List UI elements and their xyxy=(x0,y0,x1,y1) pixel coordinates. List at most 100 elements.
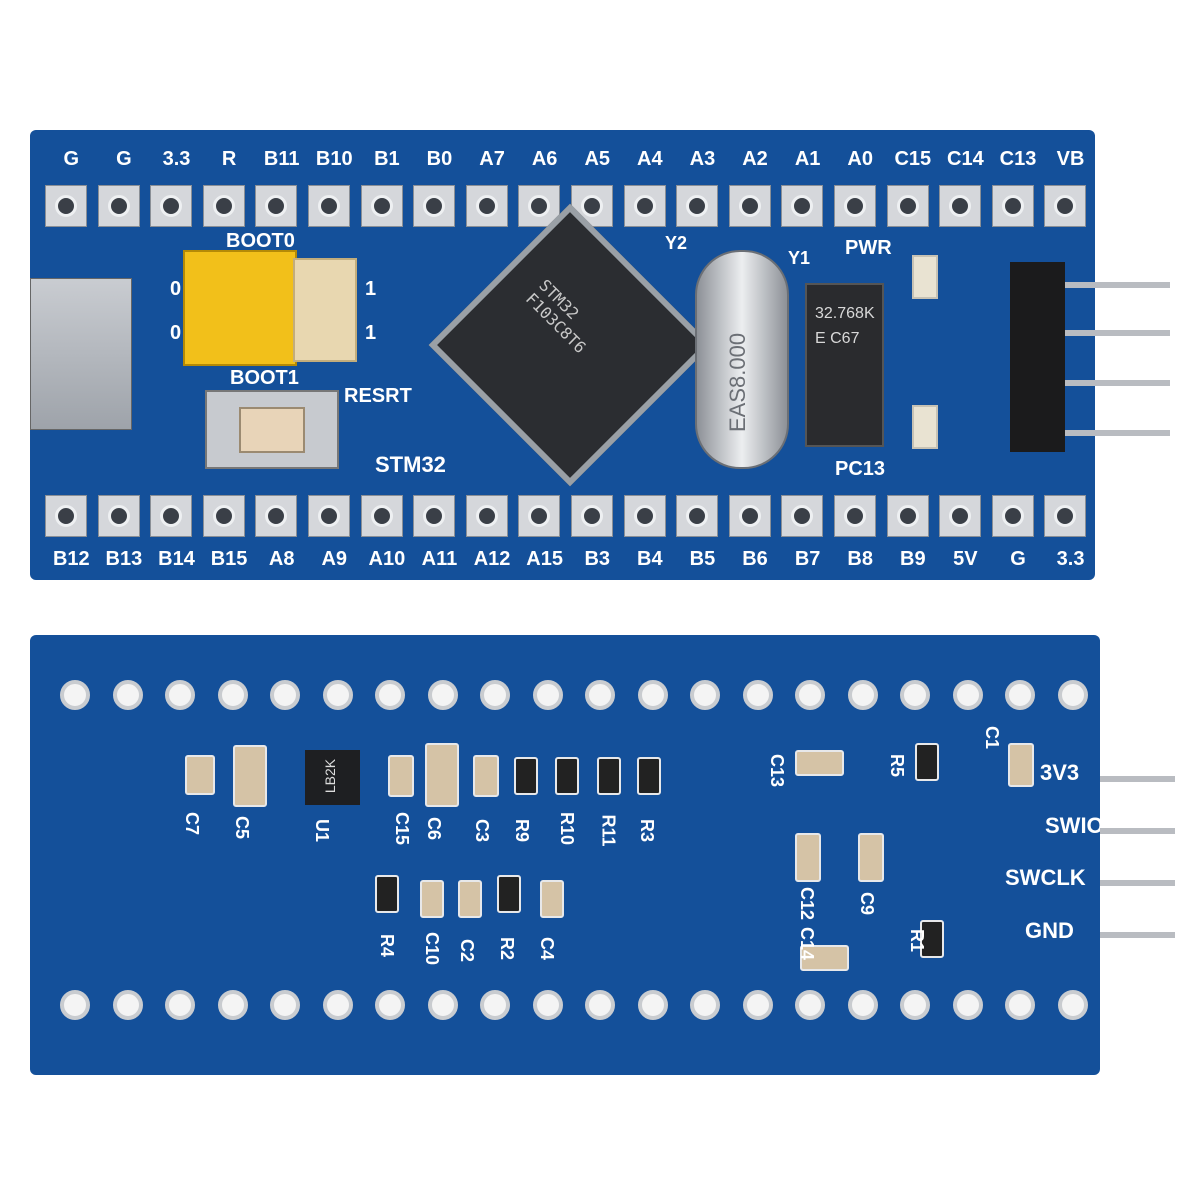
component-label-c12: C12 xyxy=(797,886,818,921)
r4-resistor xyxy=(375,875,399,913)
bottom-hole-top-7 xyxy=(427,680,458,710)
top-pin-label-18: C13 xyxy=(999,148,1037,170)
bottom-pad-5 xyxy=(307,495,350,537)
top-pin-label-10: A5 xyxy=(584,148,611,170)
bottom-hole-bottom-16 xyxy=(900,990,930,1020)
bottom-pin-label-19: 3.3 xyxy=(1056,548,1085,570)
component-label-r9: R9 xyxy=(512,818,533,843)
bottom-pin-label-11: B4 xyxy=(637,548,663,570)
component-label-c4: C4 xyxy=(537,936,558,961)
top-pad-16 xyxy=(886,185,929,227)
boot0-label: BOOT0 xyxy=(226,230,295,252)
reset-button[interactable] xyxy=(205,390,339,469)
c9-capacitor xyxy=(858,833,884,882)
swd-pin-2 xyxy=(1065,330,1170,336)
u1-marking: LB2K xyxy=(322,758,339,794)
component-label-c10: C10 xyxy=(422,931,443,966)
bottom-pad-9 xyxy=(518,495,561,537)
bottom-pad-10 xyxy=(570,495,613,537)
pin-label-3v3: 3V3 xyxy=(1040,760,1080,785)
component-label-r4: R4 xyxy=(377,933,398,958)
swd-pin-1 xyxy=(1065,282,1170,288)
jumper-header xyxy=(293,258,357,362)
swd-pin-3 xyxy=(1065,380,1170,386)
top-pad-18 xyxy=(991,185,1034,227)
bottom-pad-15 xyxy=(833,495,876,537)
c7-capacitor xyxy=(185,755,215,795)
bottom-pin-label-4: A8 xyxy=(268,548,295,570)
brand-label: STM32 xyxy=(375,452,446,477)
crystal-marking: EAS8.000 xyxy=(725,332,750,432)
bottom-pad-12 xyxy=(676,495,719,537)
r5-resistor xyxy=(915,743,939,781)
bottom-pad-13 xyxy=(728,495,771,537)
bottom-hole-top-18 xyxy=(1005,680,1035,710)
bottom-hole-top-15 xyxy=(847,680,878,710)
reset-button-cap[interactable] xyxy=(239,407,305,453)
bottom-pad-1 xyxy=(97,495,140,537)
top-pin-label-7: B0 xyxy=(426,148,453,170)
u1-regulator: LB2K xyxy=(305,750,360,805)
top-pad-7 xyxy=(413,185,456,227)
bottom-pin-label-3: B15 xyxy=(210,548,248,570)
component-label-c7: C7 xyxy=(182,811,203,836)
c12-capacitor xyxy=(795,833,821,882)
top-pin-label-2: 3.3 xyxy=(162,148,191,170)
top-pin-label-14: A1 xyxy=(794,148,821,170)
top-pin-label-5: B10 xyxy=(315,148,353,170)
bottom-hole-bottom-17 xyxy=(952,990,983,1020)
bottom-hole-bottom-10 xyxy=(585,990,615,1020)
r10-resistor xyxy=(555,757,579,795)
bottom-pin-3v3 xyxy=(1100,776,1175,782)
bottom-pad-7 xyxy=(413,495,456,537)
top-pin-label-4: B11 xyxy=(263,148,300,170)
top-pad-5 xyxy=(307,185,350,227)
bottom-pin-label-0: B12 xyxy=(52,548,90,570)
c4-capacitor xyxy=(540,880,564,918)
swd-pin-4 xyxy=(1065,430,1170,436)
bottom-hole-bottom-8 xyxy=(480,990,510,1020)
bottom-pad-18 xyxy=(991,495,1034,537)
component-label-c3: C3 xyxy=(472,818,493,843)
component-label-r3: R3 xyxy=(637,818,658,843)
bottom-pin-label-8: A12 xyxy=(473,548,511,570)
bottom-hole-top-6 xyxy=(375,680,405,710)
y2-label: Y2 xyxy=(665,233,688,253)
bottom-hole-bottom-2 xyxy=(165,990,195,1020)
top-pad-15 xyxy=(833,185,876,227)
component-label-c5: C5 xyxy=(232,815,253,840)
bottom-pin-label-9: A15 xyxy=(526,548,563,570)
pwr-label: PWR xyxy=(845,237,892,259)
top-pad-0 xyxy=(45,185,87,227)
top-pad-8 xyxy=(465,185,508,227)
bottom-hole-bottom-4 xyxy=(270,990,300,1020)
micro-usb-connector xyxy=(30,278,132,430)
bottom-hole-top-0 xyxy=(60,680,90,710)
8mhz-crystal: EAS8.000 xyxy=(695,250,789,469)
c2-capacitor xyxy=(458,880,482,918)
c14-capacitor xyxy=(800,945,849,971)
bottom-pad-11 xyxy=(623,495,666,537)
component-label-u1: U1 xyxy=(312,818,333,843)
c1-capacitor xyxy=(1008,743,1034,787)
bottom-pin-label-16: B9 xyxy=(900,548,926,570)
top-pin-label-12: A3 xyxy=(689,148,716,170)
bottom-pin-label-18: G xyxy=(1010,548,1026,570)
boot-jumper-block[interactable] xyxy=(183,250,297,366)
bottom-pin-gnd xyxy=(1100,932,1175,938)
component-label-c9: C9 xyxy=(857,891,878,916)
c15-capacitor xyxy=(388,755,414,797)
y1-label: Y1 xyxy=(788,248,811,268)
top-pin-label-0: G xyxy=(63,148,80,170)
top-pad-4 xyxy=(255,185,298,227)
bottom-hole-top-16 xyxy=(900,680,930,710)
bottom-pin-label-12: B5 xyxy=(689,548,716,570)
bottom-pad-16 xyxy=(886,495,929,537)
bottom-hole-bottom-3 xyxy=(217,990,248,1020)
c10-capacitor xyxy=(420,880,444,918)
bottom-pin-swclk xyxy=(1100,880,1175,886)
bottom-hole-bottom-5 xyxy=(322,990,353,1020)
